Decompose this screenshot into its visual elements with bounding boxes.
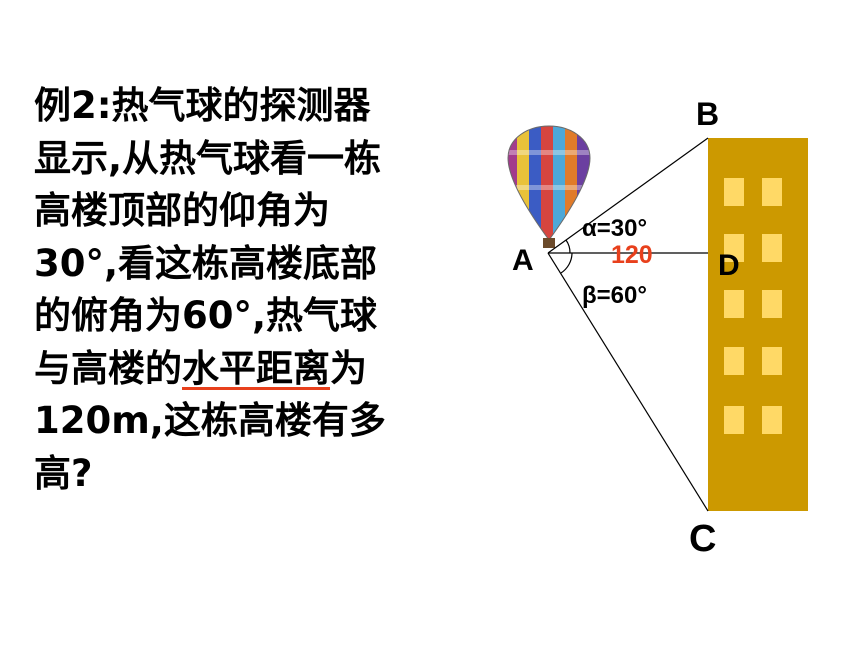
problem-line-8: 高? xyxy=(34,451,93,495)
window xyxy=(762,347,782,375)
problem-line-6-start: 与高楼的 xyxy=(34,346,182,390)
problem-line-6-end: 为 xyxy=(330,346,367,390)
window xyxy=(762,406,782,434)
window xyxy=(724,347,744,375)
horizontal-distance-underlined: 水平距离 xyxy=(182,346,330,390)
line-ac xyxy=(547,252,709,512)
line-ab xyxy=(547,137,709,254)
problem-text: 例2:热气球的探测器 显示,从热气球看一栋 高楼顶部的仰角为 30°,看这栋高楼… xyxy=(34,80,454,500)
window xyxy=(762,234,782,262)
problem-line-3: 高楼顶部的仰角为 xyxy=(34,189,330,232)
window xyxy=(762,178,782,206)
point-label-c: C xyxy=(689,518,716,560)
angle-alpha-arc xyxy=(565,239,571,254)
window xyxy=(762,290,782,318)
angle-beta-arc xyxy=(560,252,573,274)
problem-line-5: 的俯角为60°,热气球 xyxy=(34,294,378,337)
window xyxy=(724,290,744,318)
window xyxy=(724,234,744,262)
problem-line-2: 显示,从热气球看一栋 xyxy=(34,136,382,180)
problem-line-6: 与高楼的水平距离为 xyxy=(34,343,454,396)
angle-beta-label: β=60° xyxy=(582,282,647,309)
problem-line-1: 例2:热气球的探测器 xyxy=(34,84,371,127)
window xyxy=(724,178,744,206)
problem-line-7: 120m,这栋高楼有多 xyxy=(34,399,386,442)
problem-line-4: 30°,看这栋高楼底部 xyxy=(34,241,378,285)
point-label-d: D xyxy=(718,249,740,282)
building xyxy=(708,138,808,511)
point-label-a: A xyxy=(512,244,534,277)
building-windows xyxy=(724,178,782,434)
point-label-b: B xyxy=(696,96,719,132)
angle-alpha-label: α=30° xyxy=(582,215,647,242)
window xyxy=(724,406,744,434)
distance-label: 120 xyxy=(611,241,653,269)
